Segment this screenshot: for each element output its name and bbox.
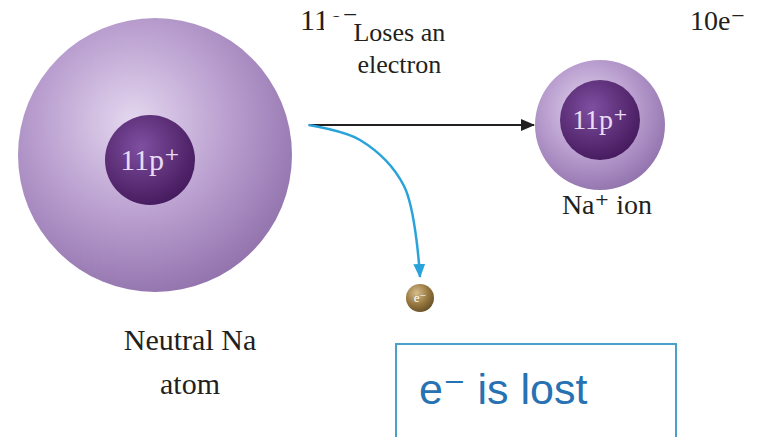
arrow-connector: [309, 124, 534, 126]
electron-count: 10e⁻: [690, 4, 779, 38]
atom-sphere: 11e⁻Neutral Na atom11p⁺: [18, 18, 292, 292]
proton-count: 11p⁺: [120, 143, 180, 178]
electron-count-holder: 10e⁻: [690, 4, 779, 38]
ion-label-holder: Na⁺ ion: [527, 188, 687, 222]
ion-label: Na⁺ ion: [527, 188, 687, 222]
arrow-connector: [309, 125, 420, 277]
electron-circle-fill: [406, 284, 434, 312]
nucleus-circle: 11p⁺: [105, 115, 195, 205]
ion-sphere: 10e⁻Na⁺ ion11p⁺: [535, 60, 665, 190]
edge-label: Loses an electron: [324, 17, 474, 81]
nucleus-circle-fill: [560, 80, 640, 160]
nucleus-circle-fill: [105, 115, 195, 205]
atom-sphere-fill: [18, 18, 292, 292]
atom-label: Neutral Na atom: [105, 318, 275, 406]
note-box: e⁻ is lost: [395, 343, 677, 437]
electron-symbol: e⁻: [414, 291, 427, 306]
proton-count: 11p⁺: [572, 104, 628, 136]
ion-sphere-fill: [535, 60, 665, 190]
note-text: e⁻ is lost: [419, 365, 665, 414]
atom-label-holder: Neutral Na atom: [105, 318, 275, 406]
nucleus-circle: 11p⁺: [560, 80, 640, 160]
electron-circle: e⁻: [406, 284, 434, 312]
